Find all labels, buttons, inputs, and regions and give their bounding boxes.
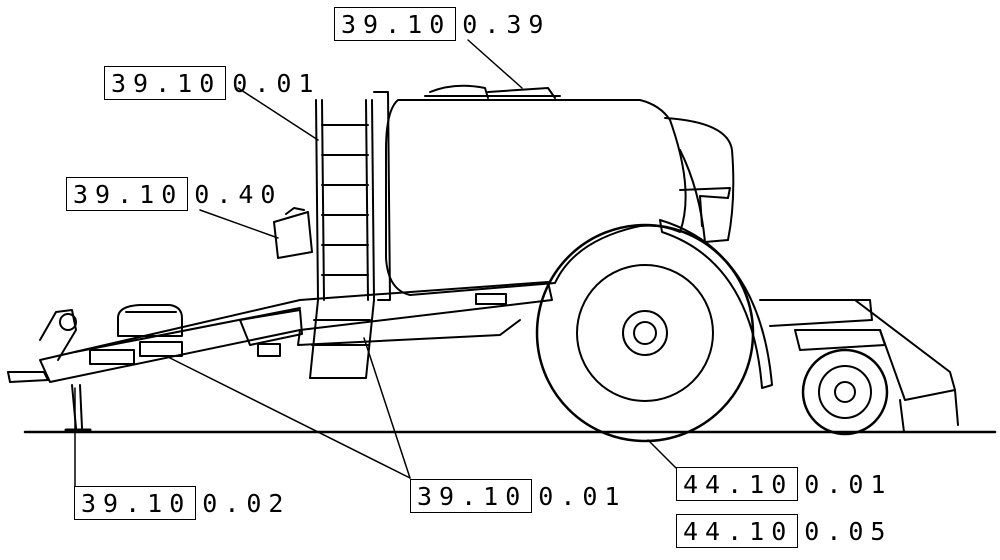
fender bbox=[659, 219, 773, 389]
main-wheel bbox=[535, 223, 755, 443]
callout-prefix: 44.10 bbox=[676, 514, 799, 548]
callout-prefix: 39.10 bbox=[334, 7, 457, 41]
leader-39-100-39 bbox=[467, 39, 523, 89]
callout-suffix: 0.01 bbox=[538, 481, 627, 511]
callout-prefix: 44.10 bbox=[676, 467, 799, 501]
callout-prefix: 39.10 bbox=[74, 486, 197, 520]
chassis-frame bbox=[39, 281, 553, 383]
callout-suffix: 0.40 bbox=[194, 179, 283, 209]
leader-39-100-01-frame-b bbox=[363, 337, 411, 479]
callout-suffix: 0.02 bbox=[202, 488, 291, 518]
callout-suffix: 0.05 bbox=[804, 516, 893, 546]
small-container bbox=[273, 207, 313, 259]
callout-suffix: 0.01 bbox=[804, 469, 893, 499]
rear-boom-assembly bbox=[679, 187, 959, 436]
leader-39-100-01-ladder bbox=[237, 87, 319, 141]
callout-suffix: 0.01 bbox=[232, 68, 321, 98]
leader-lines bbox=[74, 39, 677, 489]
callout-prefix: 39.10 bbox=[66, 177, 189, 211]
inductor-box bbox=[117, 304, 183, 337]
leader-39-100-01-frame-a bbox=[165, 355, 411, 479]
callout-prefix: 39.10 bbox=[104, 66, 227, 100]
hitch-jack bbox=[7, 309, 92, 432]
leader-39-100-40 bbox=[199, 209, 279, 239]
leader-44-100-01 bbox=[647, 439, 677, 469]
ladder bbox=[309, 91, 391, 379]
callout-prefix: 39.10 bbox=[410, 479, 533, 513]
callout-suffix: 0.39 bbox=[462, 9, 551, 39]
